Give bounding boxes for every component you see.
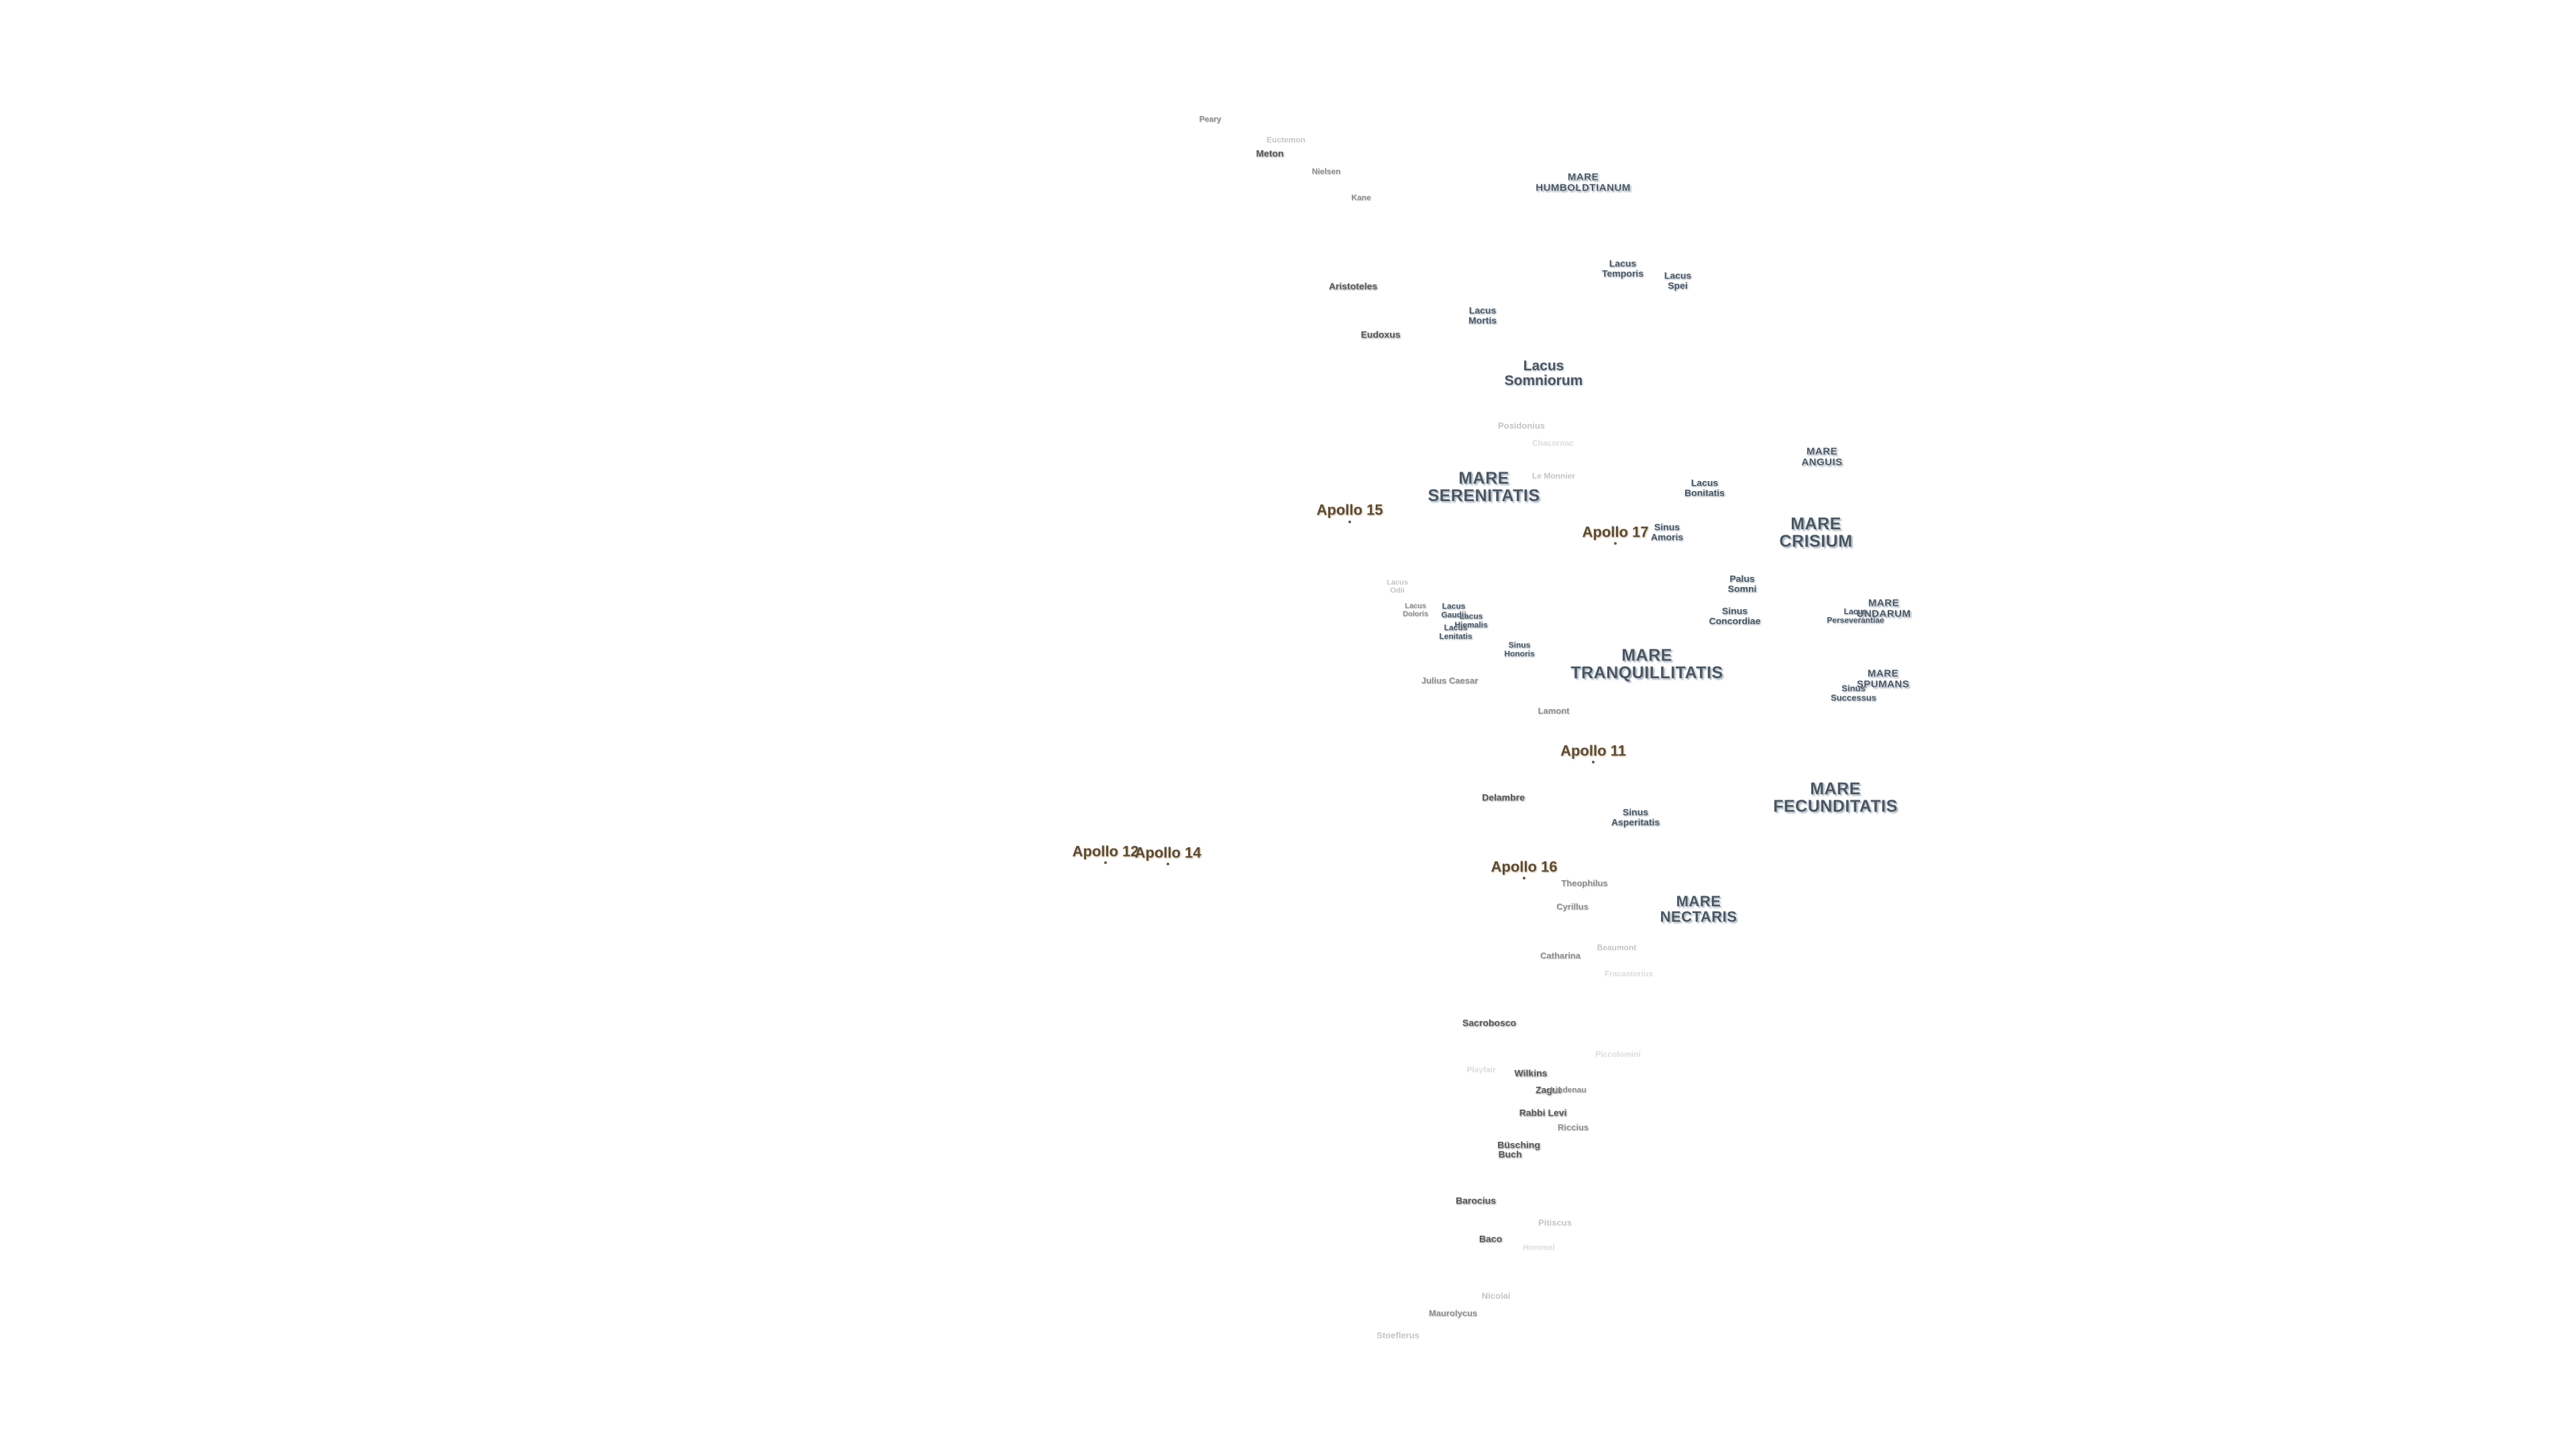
lacus-somniorum-label: Lacus Somniorum bbox=[1504, 358, 1583, 388]
crater-le-monnier-label: Le Monnier bbox=[1532, 471, 1576, 481]
sinus-asperitatis-label: Sinus Asperitatis bbox=[1611, 806, 1660, 827]
crater-kane-label: Kane bbox=[1351, 193, 1371, 203]
crater-fracastorius-label: Fracastorius bbox=[1604, 969, 1654, 979]
crater-stoeflerus-label: Stoeflerus bbox=[1377, 1330, 1419, 1341]
lacus-spei-label: Lacus Spei bbox=[1664, 270, 1692, 290]
crater-sacrobosco-label: Sacrobosco bbox=[1462, 1017, 1517, 1028]
lacus-hiemalis-label: Lacus Hiemalis bbox=[1454, 611, 1488, 629]
crater-beaumont-label: Beaumont bbox=[1597, 943, 1637, 953]
apollo-15-label[interactable]: Apollo 15 bbox=[1316, 501, 1383, 519]
mare-spumans-label: MARE SPUMANS bbox=[1856, 667, 1910, 690]
crater-lindenau-label: Lindenau bbox=[1550, 1085, 1587, 1095]
apollo-14-marker-icon[interactable] bbox=[1167, 863, 1169, 865]
crater-pitiscus-label: Pitiscus bbox=[1538, 1218, 1572, 1228]
sinus-concordiae-label: Sinus Concordiae bbox=[1709, 605, 1761, 626]
lacus-odii-label: Lacus Odii bbox=[1387, 578, 1408, 594]
mare-undarum-label: MARE UNDARUM bbox=[1856, 597, 1911, 619]
crater-cyrillus-label: Cyrillus bbox=[1556, 902, 1589, 912]
apollo-16-label[interactable]: Apollo 16 bbox=[1491, 858, 1558, 875]
crater-delambre-label: Delambre bbox=[1482, 792, 1525, 803]
crater-aristoteles-label: Aristoteles bbox=[1328, 280, 1378, 292]
crater-maurolycus-label: Maurolycus bbox=[1428, 1308, 1478, 1319]
mare-crisium-label: MARE CRISIUM bbox=[1779, 514, 1853, 551]
crater-piccolomini-label: Piccolomini bbox=[1595, 1049, 1641, 1059]
mare-nectaris-label: MARE NECTARIS bbox=[1660, 892, 1737, 925]
apollo-14-label[interactable]: Apollo 14 bbox=[1134, 844, 1201, 861]
crater-posidonius-label: Posidonius bbox=[1497, 421, 1546, 431]
sinus-successus-label: Sinus Successus bbox=[1831, 683, 1876, 702]
crater-riccius-label: Riccius bbox=[1557, 1122, 1589, 1133]
apollo-17-label[interactable]: Apollo 17 bbox=[1582, 523, 1649, 541]
mare-anguis-label: MARE ANGUIS bbox=[1801, 445, 1843, 468]
crater-baco-label: Baco bbox=[1479, 1233, 1503, 1244]
crater-playfair-label: Playfair bbox=[1466, 1065, 1496, 1075]
crater-nielsen-label: Nielsen bbox=[1311, 166, 1341, 176]
mare-serenitatis-label: MARE SERENITATIS bbox=[1428, 468, 1540, 505]
crater-nicolai-label: Nicolai bbox=[1481, 1291, 1511, 1301]
apollo-11-label[interactable]: Apollo 11 bbox=[1560, 742, 1626, 759]
sinus-honoris-label: Sinus Honoris bbox=[1504, 640, 1535, 658]
crater-julius-caesar-label: Julius Caesar bbox=[1421, 676, 1479, 686]
apollo-12-label[interactable]: Apollo 12 bbox=[1072, 843, 1139, 860]
crater-chacornac-label: Chacornac bbox=[1532, 438, 1574, 448]
lacus-gaudii-label: Lacus Gaudii bbox=[1441, 601, 1466, 619]
apollo-17-marker-icon[interactable] bbox=[1614, 542, 1617, 545]
lacus-mortis-label: Lacus Mortis bbox=[1468, 305, 1497, 325]
crater-zagut-label: Zagut bbox=[1535, 1084, 1562, 1095]
apollo-11-marker-icon[interactable] bbox=[1592, 761, 1595, 763]
mare-humboldtianum-label: MARE HUMBOLDTIANUM bbox=[1536, 171, 1631, 193]
crater-euctemon-label: Euctemon bbox=[1266, 135, 1306, 145]
apollo-15-marker-icon[interactable] bbox=[1348, 521, 1351, 523]
apollo-12-marker-icon[interactable] bbox=[1104, 861, 1107, 864]
lacus-doloris-label: Lacus Doloris bbox=[1403, 602, 1428, 618]
crater-theophilus-label: Theophilus bbox=[1561, 878, 1608, 889]
lacus-perseverantiae-label: Lacus Perseverantiae bbox=[1827, 606, 1884, 625]
crater-meton-label: Meton bbox=[1256, 148, 1284, 159]
sinus-amoris-label: Sinus Amoris bbox=[1650, 521, 1684, 542]
palus-somni-label: Palus Somni bbox=[1727, 573, 1757, 594]
crater-barocius-label: Barocius bbox=[1456, 1195, 1496, 1206]
lacus-bonitatis-label: Lacus Bonitatis bbox=[1684, 477, 1725, 498]
apollo-16-marker-icon[interactable] bbox=[1523, 877, 1525, 879]
crater-buch-label: Buch bbox=[1498, 1148, 1522, 1160]
crater-peary-label: Peary bbox=[1199, 114, 1222, 124]
crater-busching-label: Büsching bbox=[1497, 1139, 1540, 1150]
crater-wilkins-label: Wilkins bbox=[1514, 1067, 1548, 1079]
lacus-lenitatis-label: Lacus Lenitatis bbox=[1439, 623, 1472, 641]
crater-catharina-label: Catharina bbox=[1540, 951, 1580, 961]
crater-eudoxus-label: Eudoxus bbox=[1360, 329, 1401, 340]
mare-tranquillitatis-label: MARE TRANQUILLITATIS bbox=[1570, 645, 1723, 682]
crater-hommel-label: Hommel bbox=[1523, 1242, 1555, 1252]
mare-fecunditatis-label: MARE FECUNDITATIS bbox=[1773, 779, 1898, 816]
crater-lamont-label: Lamont bbox=[1538, 706, 1570, 716]
lacus-temporis-label: Lacus Temporis bbox=[1602, 258, 1644, 278]
crater-rabbi-levi-label: Rabbi Levi bbox=[1519, 1107, 1567, 1118]
